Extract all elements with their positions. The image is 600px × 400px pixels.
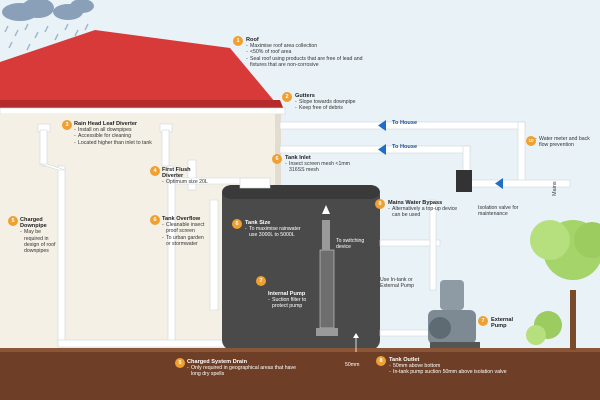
callout-5b-badge: 5 [175, 358, 185, 368]
callout-item: Install on all downpipes [74, 127, 154, 133]
callout-7b-badge: 7 [478, 316, 488, 326]
callout-water-meter: Water meter and back flow prevention [535, 136, 600, 148]
callout-title: Charged Downpipe [20, 217, 47, 230]
gutter [0, 107, 286, 115]
callout-item: Cleanable insect proof screen [162, 222, 208, 234]
callout-title: Tank Inlet [285, 155, 311, 161]
callout-tank-overflow: Tank Overflow Cleanable insect proof scr… [162, 216, 208, 247]
mains-label: Mains [552, 181, 558, 196]
callout-roof: Roof Maximise roof area collection <50% … [246, 37, 376, 68]
internal-pump [319, 249, 335, 329]
callout-title: Charged System Drain [187, 359, 247, 365]
callout-item: Insect screen mesh <1mm 316SS mesh [285, 161, 365, 173]
callout-item: Only required in geographical areas that… [187, 365, 307, 377]
flow-arrow-icon [378, 120, 503, 189]
callout-title: First Flush Diverter [162, 167, 191, 180]
water-tank [222, 185, 380, 350]
callout-item: Seal roof using products that are free o… [246, 56, 376, 68]
callout-tank-size: Tank Size To maximise rainwater use 3000… [245, 220, 307, 239]
callout-3-badge: 3 [62, 120, 72, 130]
callout-item: To maximise rainwater use 3000L to 5000L [245, 226, 307, 238]
callout-title: Tank Overflow [162, 216, 201, 222]
callout-title: Roof [246, 37, 259, 43]
callout-title: Tank Outlet [389, 357, 420, 363]
callout-title: Rain Head Leaf Diverter [74, 121, 138, 127]
callout-item: To urban garden or stormwater [162, 235, 208, 247]
callout-6c-badge: 6 [232, 219, 242, 229]
callout-5a-badge: 5 [8, 216, 18, 226]
dimension-label: 50mm [345, 362, 360, 368]
callout-item: Water meter and back flow prevention [535, 136, 600, 148]
callout-rain-head: Rain Head Leaf Diverter Install on all d… [74, 121, 154, 146]
callout-title: Internal Pump [268, 291, 306, 297]
cloud-icon [2, 0, 94, 21]
callout-item: Maximise roof area collection [246, 43, 376, 49]
callout-8b-badge: 8 [376, 356, 386, 366]
callout-title: External Pump [491, 317, 514, 330]
callout-item: In-tank pump suction 50mm above isolatio… [389, 369, 507, 375]
callout-item: Slope towards downpipe [295, 99, 395, 105]
callout-title: Tank Size [245, 220, 271, 226]
callout-7a-badge: 7 [256, 276, 266, 286]
to-house-label: To House [392, 144, 418, 150]
callout-item: Alternatively a top-up device can be use… [388, 206, 464, 218]
callout-8a-badge: 8 [375, 199, 385, 209]
callout-internal-pump: Internal Pump Suction filter to protect … [268, 291, 320, 310]
pump-choice-label: Use In-tank or External Pump [380, 277, 415, 290]
callout-title: Mains Water Bypass [388, 200, 443, 206]
callout-item: Suction filter to protect pump [268, 297, 320, 309]
callout-10-badge: 10 [526, 136, 536, 146]
callout-gutters: Gutters Slope towards downpipe Keep free… [295, 93, 395, 112]
isolation-valve-label: Isolation valve for maintenance [478, 205, 519, 218]
callout-2-badge: 2 [282, 92, 292, 102]
callout-title: Gutters [295, 93, 315, 99]
callout-item: Accessible for cleaning [74, 133, 154, 139]
callout-item: <50% of roof area [246, 49, 376, 55]
callout-tank-inlet: Tank Inlet Insect screen mesh <1mm 316SS… [285, 155, 365, 174]
callout-system-drain: Charged System Drain Only required in ge… [187, 359, 307, 378]
callout-4-badge: 4 [150, 166, 160, 176]
callout-external-pump: External Pump [491, 317, 527, 329]
callout-item: Keep free of debris [295, 105, 395, 111]
callout-1-badge: 1 [233, 36, 243, 46]
callout-6b-badge: 6 [272, 154, 282, 164]
to-switching-label: To switching device [336, 238, 365, 251]
callout-first-flush: First Flush Diverter Optimum size 20L [162, 167, 210, 186]
callout-charged-downpipe: Charged Downpipe May be required in desi… [20, 217, 56, 254]
roof [0, 30, 280, 108]
callout-item: Optimum size 20L [162, 179, 210, 185]
callout-tank-outlet: Tank Outlet 50mm above bottom In-tank pu… [389, 357, 507, 376]
bypass-valve [456, 170, 472, 192]
external-pump [428, 280, 480, 348]
callout-6a-badge: 6 [150, 215, 160, 225]
callout-mains-bypass: Mains Water Bypass Alternatively a top-u… [388, 200, 464, 219]
callout-item: May be required in design of roof downpi… [20, 229, 56, 254]
tree-icon [526, 220, 600, 350]
callout-item: Located higher than inlet to tank [74, 140, 154, 146]
callout-item: 50mm above bottom [389, 363, 507, 369]
to-house-label: To House [392, 120, 418, 126]
